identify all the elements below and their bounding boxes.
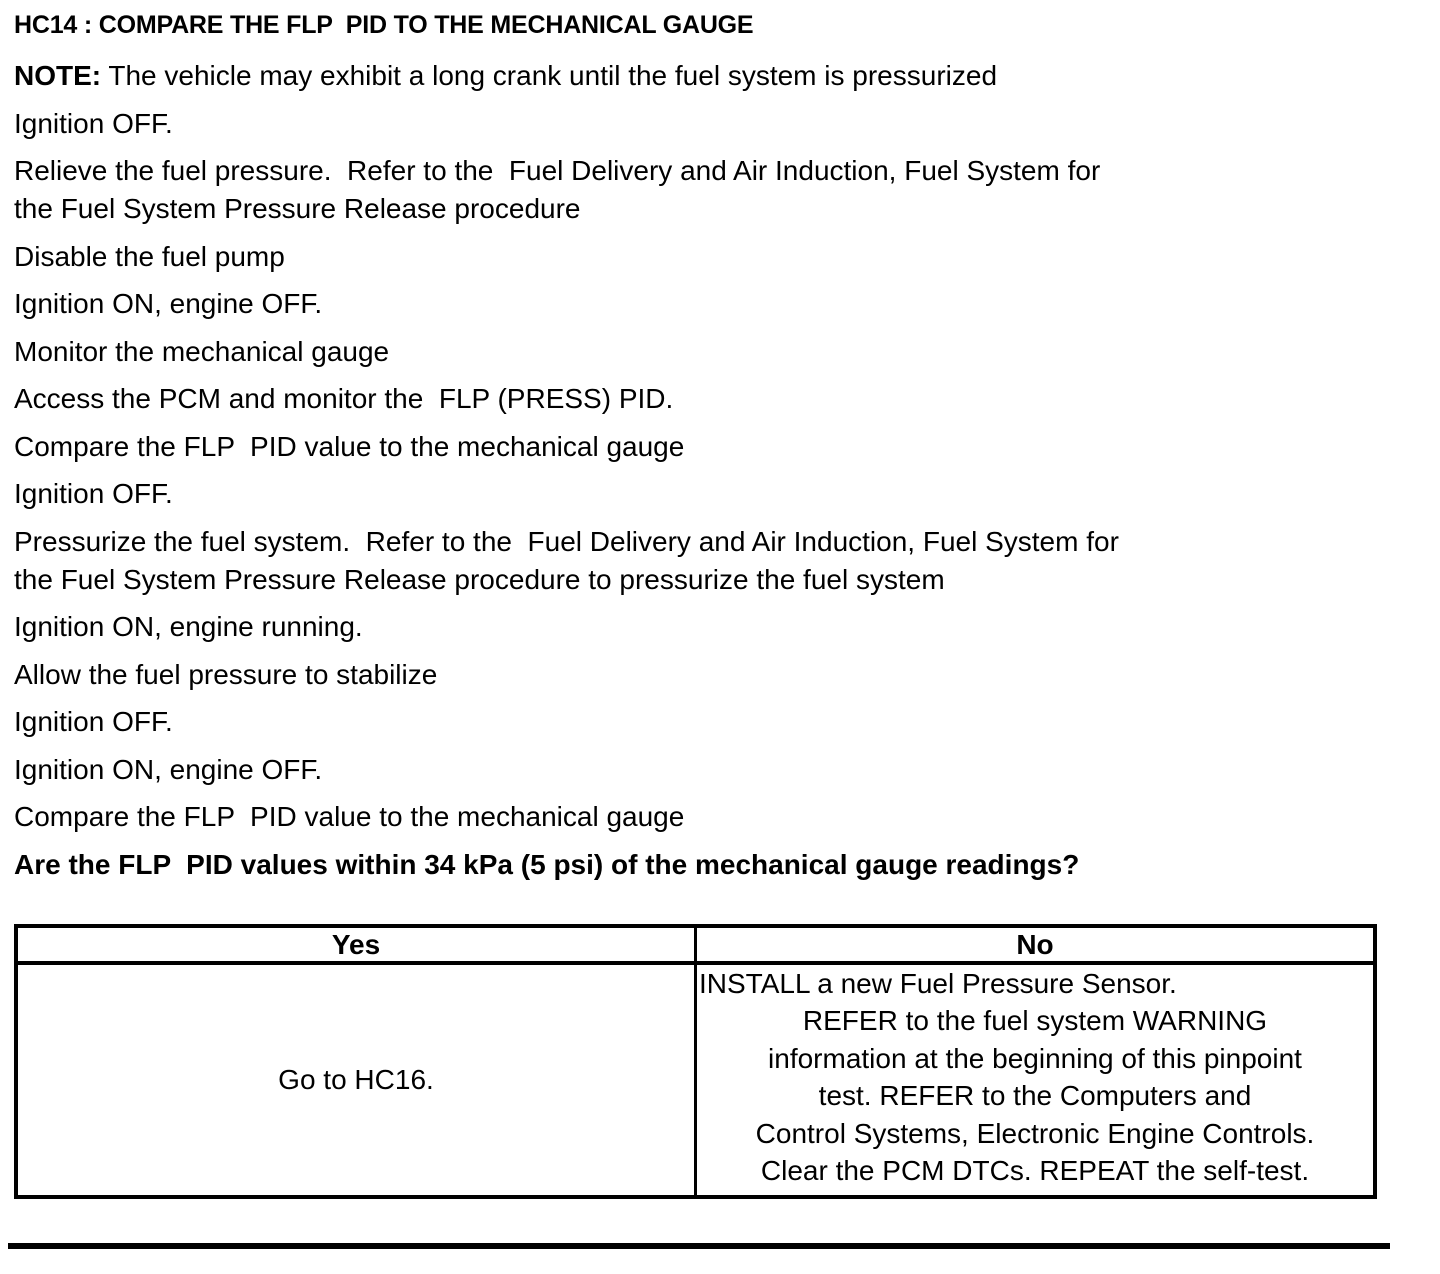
procedure-step: Ignition OFF. <box>14 478 173 509</box>
no-action-line: INSTALL a new Fuel Pressure Sensor. <box>699 967 1177 999</box>
procedure-step: Ignition OFF. <box>14 706 173 737</box>
procedure-step: Ignition ON, engine OFF. <box>14 753 323 785</box>
no-action-line: Clear the PCM DTCs. REPEAT the self-test… <box>760 1155 1310 1186</box>
procedure-step: Pressurize the fuel system. Refer to the… <box>14 525 1119 595</box>
procedure-step: Ignition OFF. <box>14 107 173 139</box>
no-action-line: Control Systems, Electronic Engine Contr… <box>755 1117 1315 1149</box>
procedure-step: Relieve the fuel pressure. Refer to the … <box>14 155 1101 224</box>
decision-table: Yes No Go to HC16. INSTALL a new Fuel Pr… <box>14 923 1377 1199</box>
procedure-step: Ignition ON, engine OFF. <box>14 288 323 319</box>
procedure-step: Compare the FLP PID value to the mechani… <box>14 430 685 462</box>
no-column-header: No <box>694 924 1377 965</box>
no-action-line: test. REFER to the Computers and <box>818 1080 1252 1111</box>
procedure-step: Compare the FLP PID value to the mechani… <box>14 801 685 832</box>
decision-question: Are the FLP PID values within 34 kPa (5 … <box>14 848 1080 880</box>
note-label: NOTE: <box>14 60 102 91</box>
procedure-step: Disable the fuel pump <box>14 240 285 272</box>
no-action-line: information at the beginning of this pin… <box>768 1042 1302 1074</box>
yes-action-cell: Go to HC16. <box>14 961 697 1198</box>
decision-table-header-row: Yes No <box>14 924 1377 965</box>
yes-column-header: Yes <box>14 924 697 965</box>
note-paragraph: NOTE: The vehicle may exhibit a long cra… <box>14 57 1414 95</box>
page-divider <box>8 1242 1390 1249</box>
procedure-step: Allow the fuel pressure to stabilize <box>14 658 438 690</box>
procedure-step: Access the PCM and monitor the FLP (PRES… <box>14 383 674 414</box>
page-title: HC14 : COMPARE THE FLP PID TO THE MECHAN… <box>14 11 754 39</box>
no-action-line: REFER to the fuel system WARNING <box>802 1005 1268 1036</box>
procedure-step: Monitor the mechanical gauge <box>14 335 390 367</box>
decision-table-body-row: Go to HC16. INSTALL a new Fuel Pressure … <box>14 961 1377 1198</box>
note-text: The vehicle may exhibit a long crank unt… <box>101 60 998 91</box>
no-action-cell: INSTALL a new Fuel Pressure Sensor. REFE… <box>694 961 1377 1198</box>
procedure-step: Ignition ON, engine running. <box>14 611 363 642</box>
